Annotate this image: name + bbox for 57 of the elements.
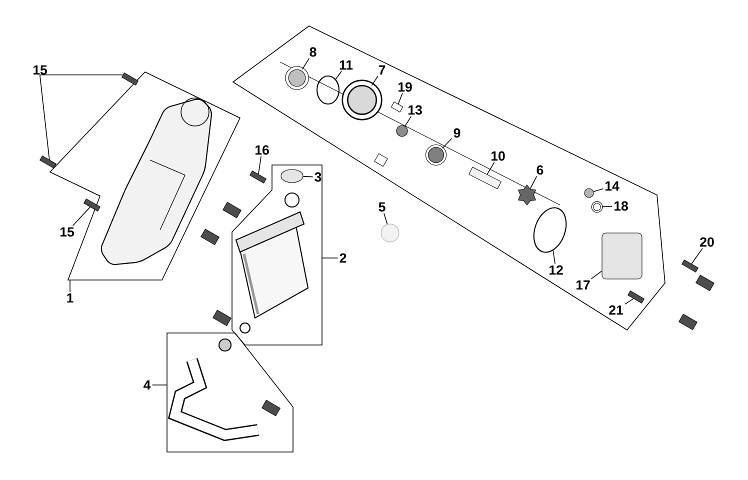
leader-line [152, 384, 168, 386]
leader-line [40, 74, 124, 77]
callout-number: 16 [255, 145, 269, 155]
part-icon [602, 232, 642, 280]
callout-number: 12 [549, 265, 563, 275]
leader-line [691, 248, 703, 264]
callout-number: 10 [491, 151, 505, 161]
part-icon [285, 66, 309, 90]
callout-number: 1 [67, 293, 74, 303]
part-icon [584, 188, 594, 198]
part-icon [426, 144, 447, 166]
callout-number: 13 [408, 105, 422, 115]
part-icon [591, 201, 603, 213]
callout-number: 9 [454, 128, 460, 138]
callout-number: 17 [576, 280, 590, 290]
leader-line [258, 156, 262, 174]
callout-number: 7 [378, 65, 386, 75]
leader-line [442, 138, 452, 149]
leader-line [601, 206, 612, 208]
leader-line [384, 212, 388, 225]
callout-number: 11 [340, 60, 353, 70]
part-icon [280, 169, 304, 183]
part-icon [316, 75, 340, 105]
leader-line [552, 250, 556, 264]
callout-number: 5 [378, 202, 386, 212]
callout-number: 2 [340, 253, 346, 263]
part-icon [468, 166, 502, 190]
leader-line [371, 76, 378, 86]
callout-number: 4 [144, 380, 151, 390]
leader-line [398, 92, 403, 104]
callout-number: 18 [614, 201, 628, 211]
callout-number: 21 [609, 305, 623, 315]
callout-number: 19 [398, 82, 412, 92]
leader-line [530, 176, 538, 190]
callout-number: 15 [33, 65, 48, 75]
leader-line [624, 298, 634, 305]
part-icon [396, 125, 408, 137]
part-icon [342, 80, 382, 120]
part-icon [533, 207, 567, 253]
leader-line [590, 270, 602, 280]
leader-line [72, 206, 90, 226]
leader-line [302, 176, 314, 178]
part-icon [390, 102, 404, 112]
callout-number: 14 [605, 181, 620, 191]
leader-line [335, 70, 342, 80]
callout-number: 15 [60, 227, 74, 237]
part-icon [518, 184, 536, 206]
part-icon [380, 224, 400, 242]
callout-number: 20 [700, 237, 714, 247]
leader-line [593, 188, 604, 192]
callout-number: 3 [314, 172, 322, 182]
leader-line [302, 58, 310, 70]
leader-line [404, 116, 412, 126]
callout-number: 6 [536, 165, 544, 175]
callout-number: 8 [310, 47, 316, 57]
leader-line [486, 162, 495, 175]
leader-line [40, 76, 50, 160]
